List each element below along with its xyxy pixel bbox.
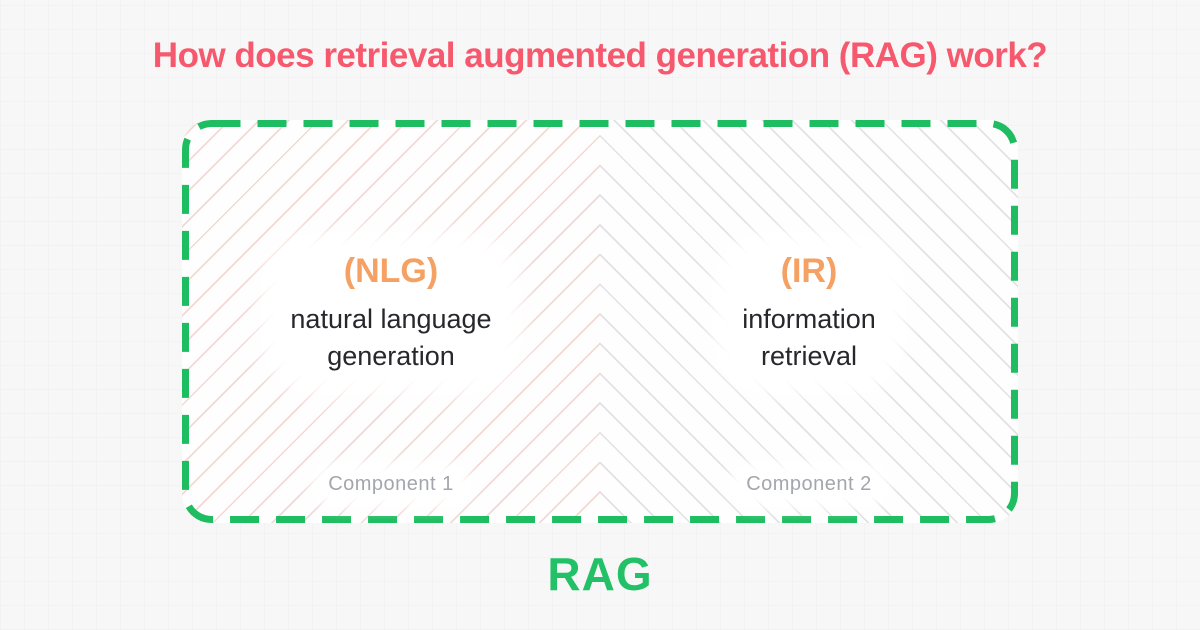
- ir-name-line1: information: [742, 304, 876, 335]
- ir-text-group: (IR) information retrieval: [728, 248, 890, 380]
- component-nlg: (NLG) natural language generation Compon…: [182, 120, 600, 523]
- rag-label: RAG: [547, 548, 653, 600]
- component-ir: (IR) information retrieval Component 2: [600, 120, 1018, 523]
- ir-name-line2: retrieval: [760, 341, 857, 372]
- ir-full-name: information retrieval: [742, 301, 876, 375]
- ir-abbreviation: (IR): [780, 252, 838, 290]
- component-1-caption: Component 1: [320, 472, 462, 497]
- page-title: How does retrieval augmented generation …: [152, 36, 1048, 75]
- nlg-name-line2: generation: [327, 341, 455, 372]
- nlg-full-name: natural language generation: [290, 301, 491, 375]
- nlg-name-line1: natural language: [290, 304, 492, 335]
- nlg-text-group: (NLG) natural language generation: [276, 248, 506, 380]
- nlg-abbreviation: (NLG): [343, 252, 439, 290]
- rag-container-box: (NLG) natural language generation Compon…: [182, 120, 1018, 523]
- component-2-caption: Component 2: [738, 472, 880, 497]
